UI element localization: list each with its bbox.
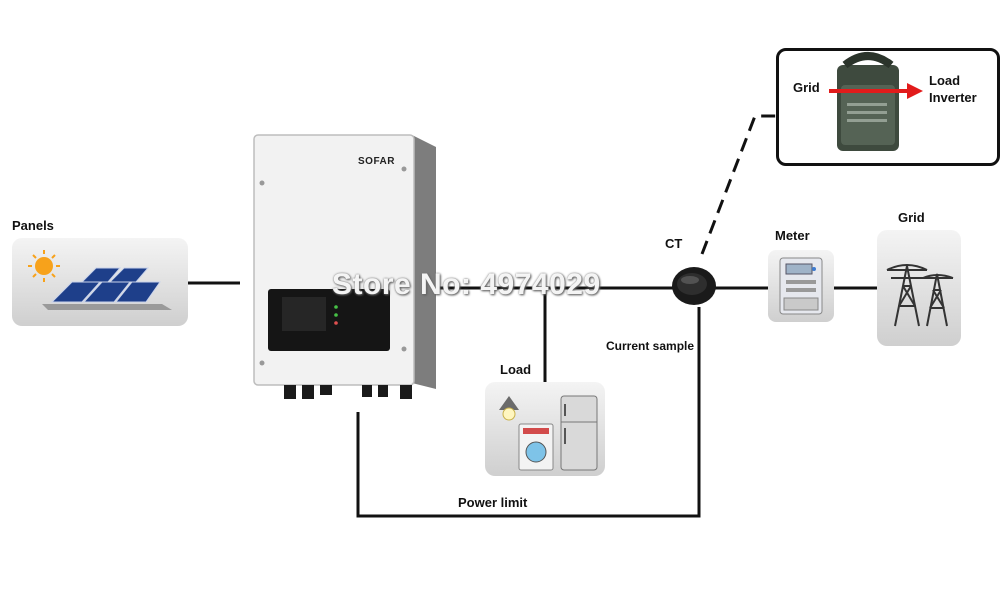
- inset-grid-label: Grid: [793, 80, 820, 95]
- solar-panels-illustration: [28, 250, 172, 310]
- electric-meter-icon: [779, 257, 823, 315]
- inverter: SOFAR: [240, 133, 436, 399]
- grid-label: Grid: [898, 210, 925, 225]
- household-appliances-icon: [499, 395, 598, 471]
- ct-label: CT: [665, 236, 683, 251]
- panels-card: [12, 238, 188, 326]
- inset-load-label: Load: [929, 73, 961, 88]
- power-limit-label: Power limit: [458, 495, 528, 510]
- power-tower-icon: [886, 264, 954, 327]
- inverter-brand-logo: SOFAR: [358, 156, 395, 167]
- ct-detail-inset: Grid Load Inverter: [776, 48, 1000, 166]
- meter-label: Meter: [775, 228, 810, 243]
- panels-label: Panels: [12, 218, 54, 233]
- ct-clamp-icon: [672, 267, 716, 305]
- power-limit-wire: [356, 307, 701, 518]
- load-card: [485, 382, 605, 476]
- store-watermark: Store No: 4974029: [332, 268, 601, 301]
- ct-detail-dashed-line: [700, 114, 778, 255]
- inverter-illustration: [253, 134, 436, 399]
- ct-sensor-photo: [829, 52, 923, 151]
- grid-card: [877, 230, 961, 346]
- current-sample-label: Current sample: [606, 339, 695, 353]
- inset-inverter-label: Inverter: [929, 90, 977, 105]
- load-label: Load: [500, 362, 532, 377]
- sun-icon: [35, 257, 53, 275]
- ct-clamp: [668, 262, 720, 310]
- meter-card: [768, 250, 834, 322]
